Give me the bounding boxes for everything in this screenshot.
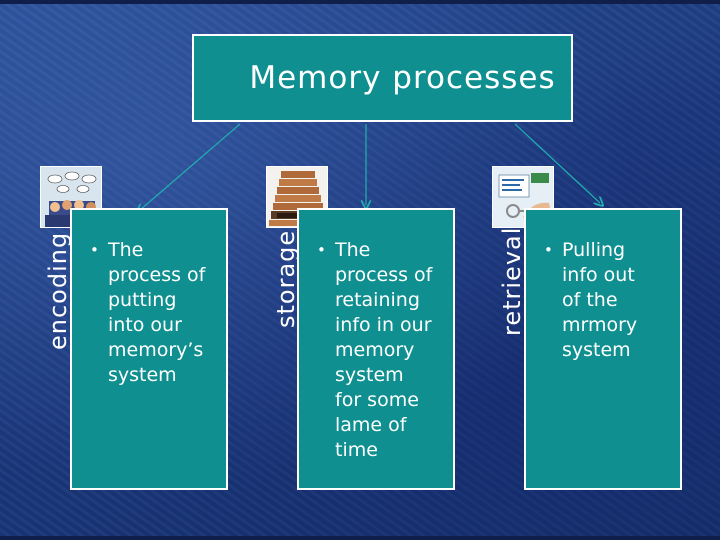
label-retrieval: retrieval bbox=[498, 226, 526, 336]
card-line: The bbox=[108, 239, 144, 261]
card-line: putting bbox=[108, 289, 177, 311]
card-line: lame of bbox=[335, 414, 407, 436]
card-line: The bbox=[335, 239, 371, 261]
label-encoding: encoding bbox=[44, 231, 72, 350]
card-line: system bbox=[108, 364, 177, 386]
card-line: memory’s bbox=[108, 339, 204, 361]
card-line: process of bbox=[108, 264, 206, 286]
card-line: memory bbox=[335, 339, 415, 361]
bullet-marker: • bbox=[317, 241, 326, 259]
card-retrieval: • Pulling info out of the mrmory system bbox=[524, 208, 682, 490]
card-encoding: • The process of putting into our memory… bbox=[70, 208, 228, 490]
top-border bbox=[0, 0, 720, 4]
card-line: for some bbox=[335, 389, 419, 411]
connector-encoding bbox=[140, 123, 241, 210]
diagram-title: Memory processes bbox=[249, 60, 556, 96]
card-line: time bbox=[335, 439, 378, 461]
label-storage: storage bbox=[272, 229, 300, 328]
hand-key-icon bbox=[492, 166, 554, 228]
card-line: Pulling bbox=[562, 239, 626, 261]
bottom-border bbox=[0, 536, 720, 540]
card-line: into our bbox=[108, 314, 182, 336]
card-line: process of bbox=[335, 264, 433, 286]
connector-retrieval bbox=[514, 123, 600, 203]
card-line: system bbox=[335, 364, 404, 386]
card-line: info in our bbox=[335, 314, 432, 336]
card-storage: • The process of retaining info in our m… bbox=[297, 208, 455, 490]
card-line: retaining bbox=[335, 289, 420, 311]
bullet-marker: • bbox=[544, 241, 553, 259]
bullet-marker: • bbox=[90, 241, 99, 259]
title-box: Memory processes bbox=[192, 34, 573, 122]
card-line: mrmory bbox=[562, 314, 638, 336]
card-line: system bbox=[562, 339, 631, 361]
card-line: info out bbox=[562, 264, 635, 286]
card-line: of the bbox=[562, 289, 618, 311]
